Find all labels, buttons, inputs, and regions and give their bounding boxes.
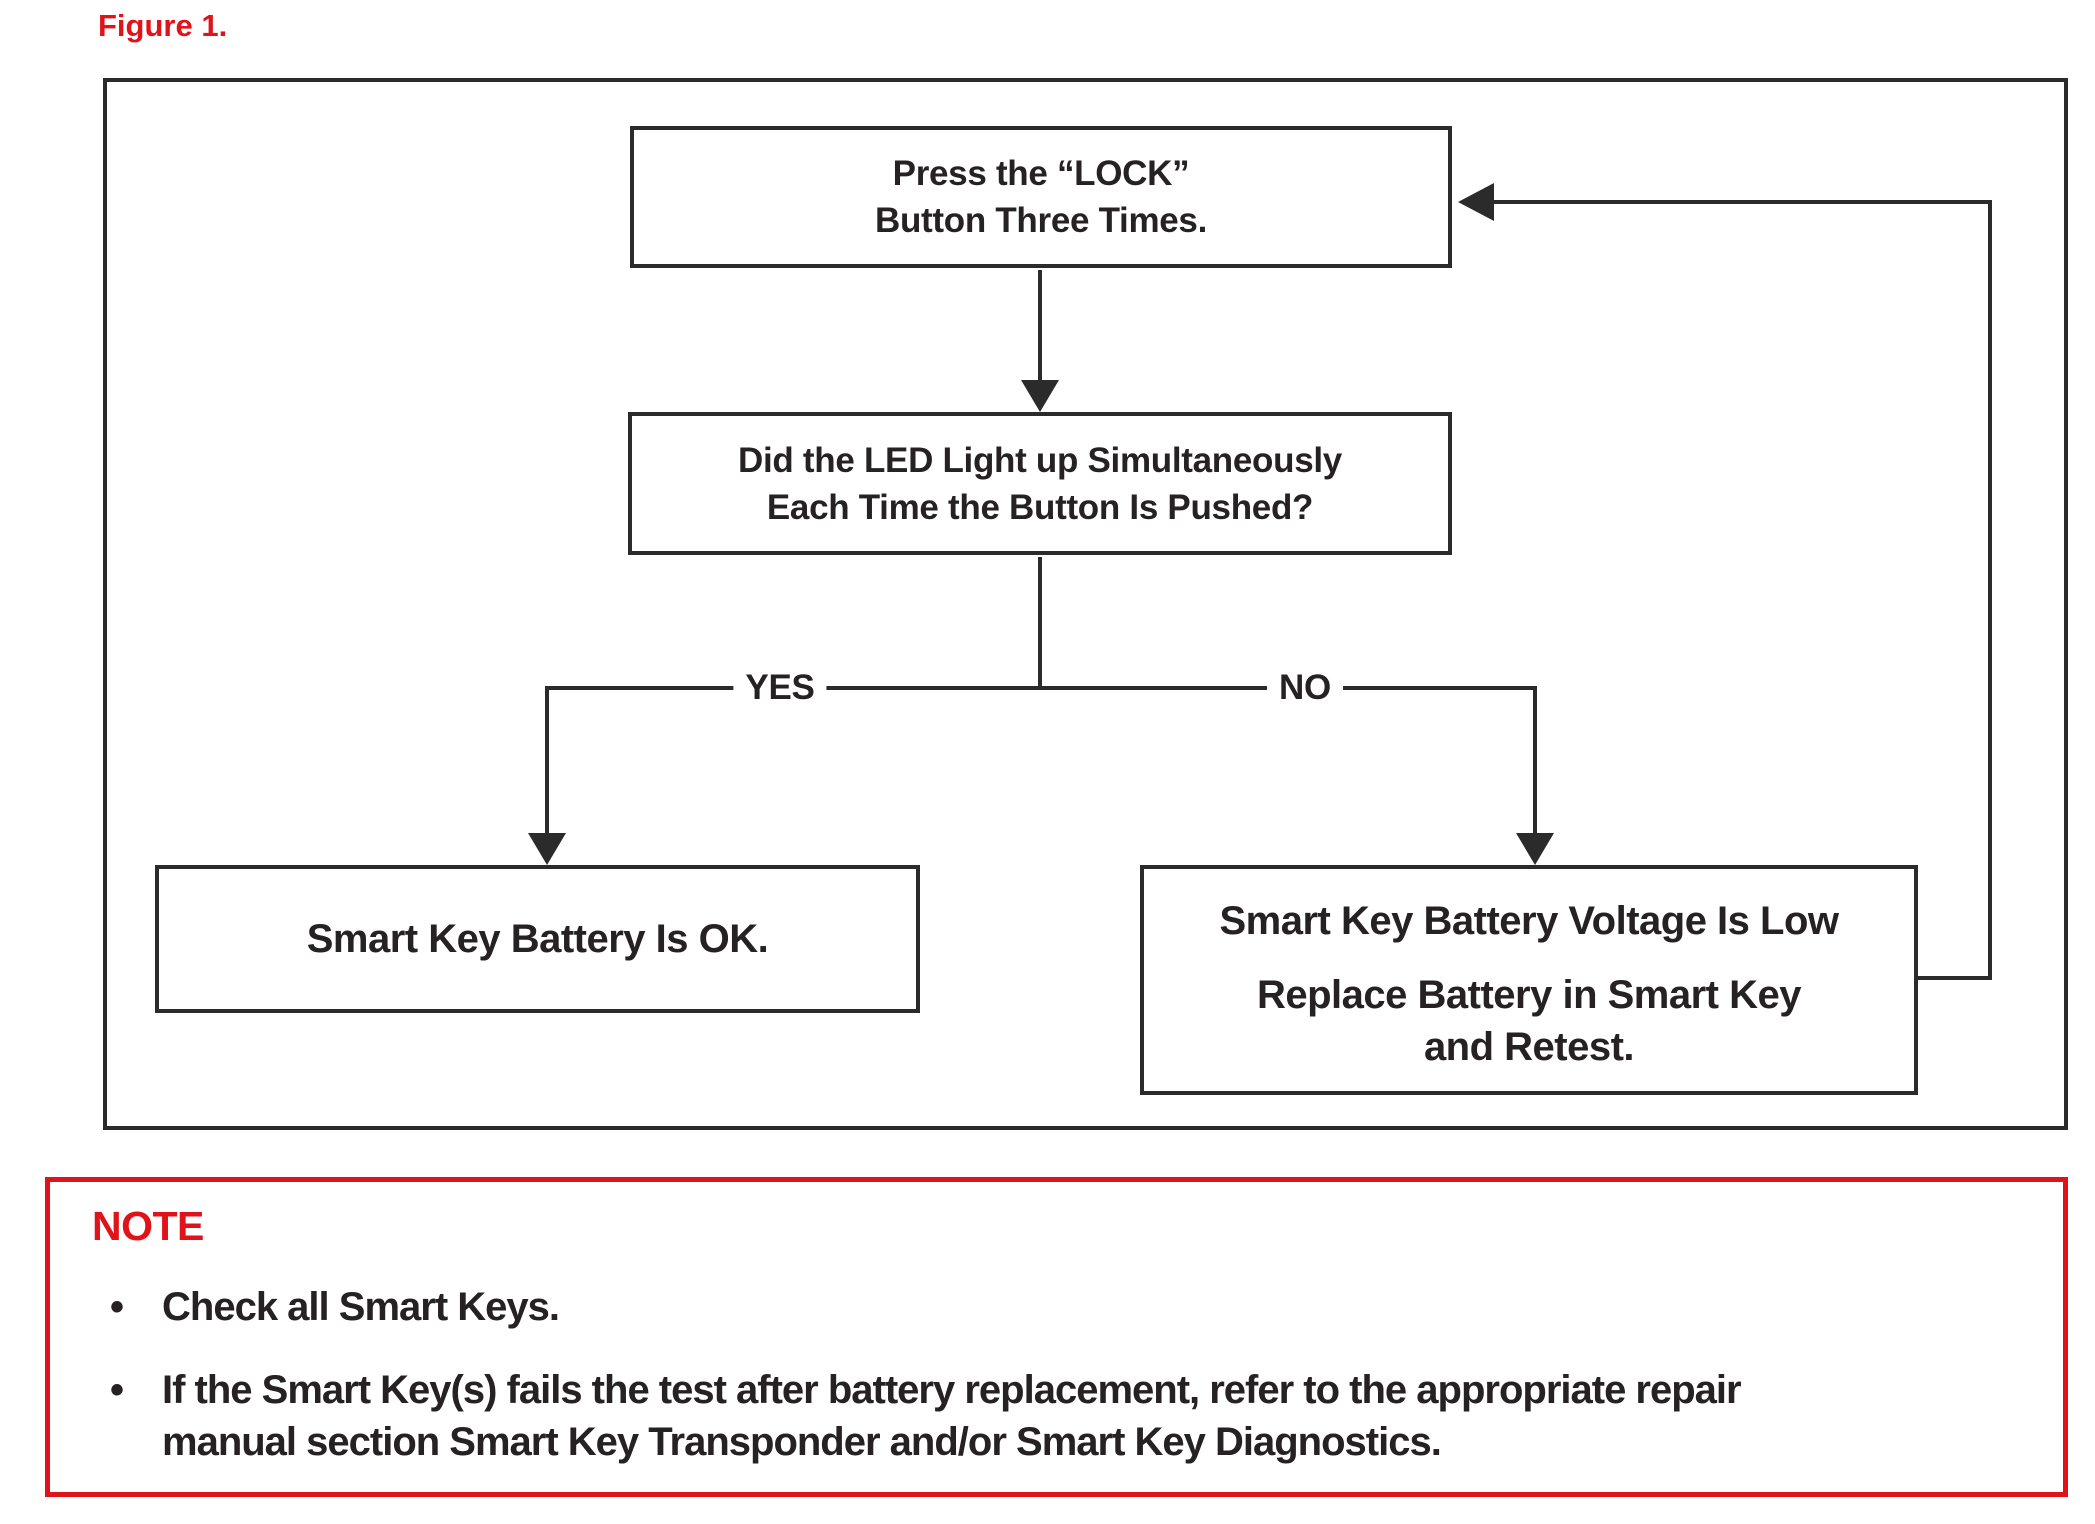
arrowhead-left-icon <box>1458 183 1494 221</box>
bullet-dot-icon: • <box>110 1285 125 1329</box>
note-bullet-text: If the Smart Key(s) fails the test after… <box>162 1368 1742 1464</box>
bullet-dot-icon: • <box>110 1368 125 1412</box>
arrowhead-down-icon <box>1021 380 1059 412</box>
branch-line <box>547 686 1537 690</box>
battery-low-line2: Replace Battery in Smart Key and Retest. <box>1256 973 1802 1069</box>
loop-line-vertical <box>1988 200 1992 980</box>
note-bullet-item: • If the Smart Key(s) fails the test aft… <box>50 1364 2063 1468</box>
no-branch-label: NO <box>1267 668 1343 708</box>
step-press-lock-text: Press the “LOCK” Button Three Times. <box>874 154 1208 240</box>
note-title: NOTE <box>92 1203 204 1249</box>
result-battery-ok-box: Smart Key Battery Is OK. <box>155 865 920 1013</box>
result-battery-low-box: Smart Key Battery Voltage Is Low Replace… <box>1140 865 1918 1095</box>
decision-led-box: Did the LED Light up Simultaneously Each… <box>628 412 1452 555</box>
connector-question-to-branch <box>1038 557 1042 688</box>
connector-no-drop <box>1533 686 1537 838</box>
yes-branch-label: YES <box>733 668 827 708</box>
note-bullet-item: • Check all Smart Keys. <box>50 1281 2063 1333</box>
arrowhead-down-icon <box>528 833 566 865</box>
note-box: NOTE • Check all Smart Keys. • If the Sm… <box>45 1177 2068 1497</box>
step-press-lock-box: Press the “LOCK” Button Three Times. <box>630 126 1452 268</box>
result-battery-ok-text: Smart Key Battery Is OK. <box>306 917 769 961</box>
figure-title: Figure 1. <box>98 8 228 43</box>
connector-press-to-question <box>1038 270 1042 384</box>
loop-line-bottom <box>1918 976 1992 980</box>
connector-yes-drop <box>545 686 549 838</box>
decision-led-text: Did the LED Light up Simultaneously Each… <box>738 440 1342 527</box>
arrowhead-down-icon <box>1516 833 1554 865</box>
note-bullet-text: Check all Smart Keys. <box>162 1285 560 1329</box>
battery-low-line1: Smart Key Battery Voltage Is Low <box>1219 899 1840 943</box>
loop-line-top <box>1492 200 1992 204</box>
